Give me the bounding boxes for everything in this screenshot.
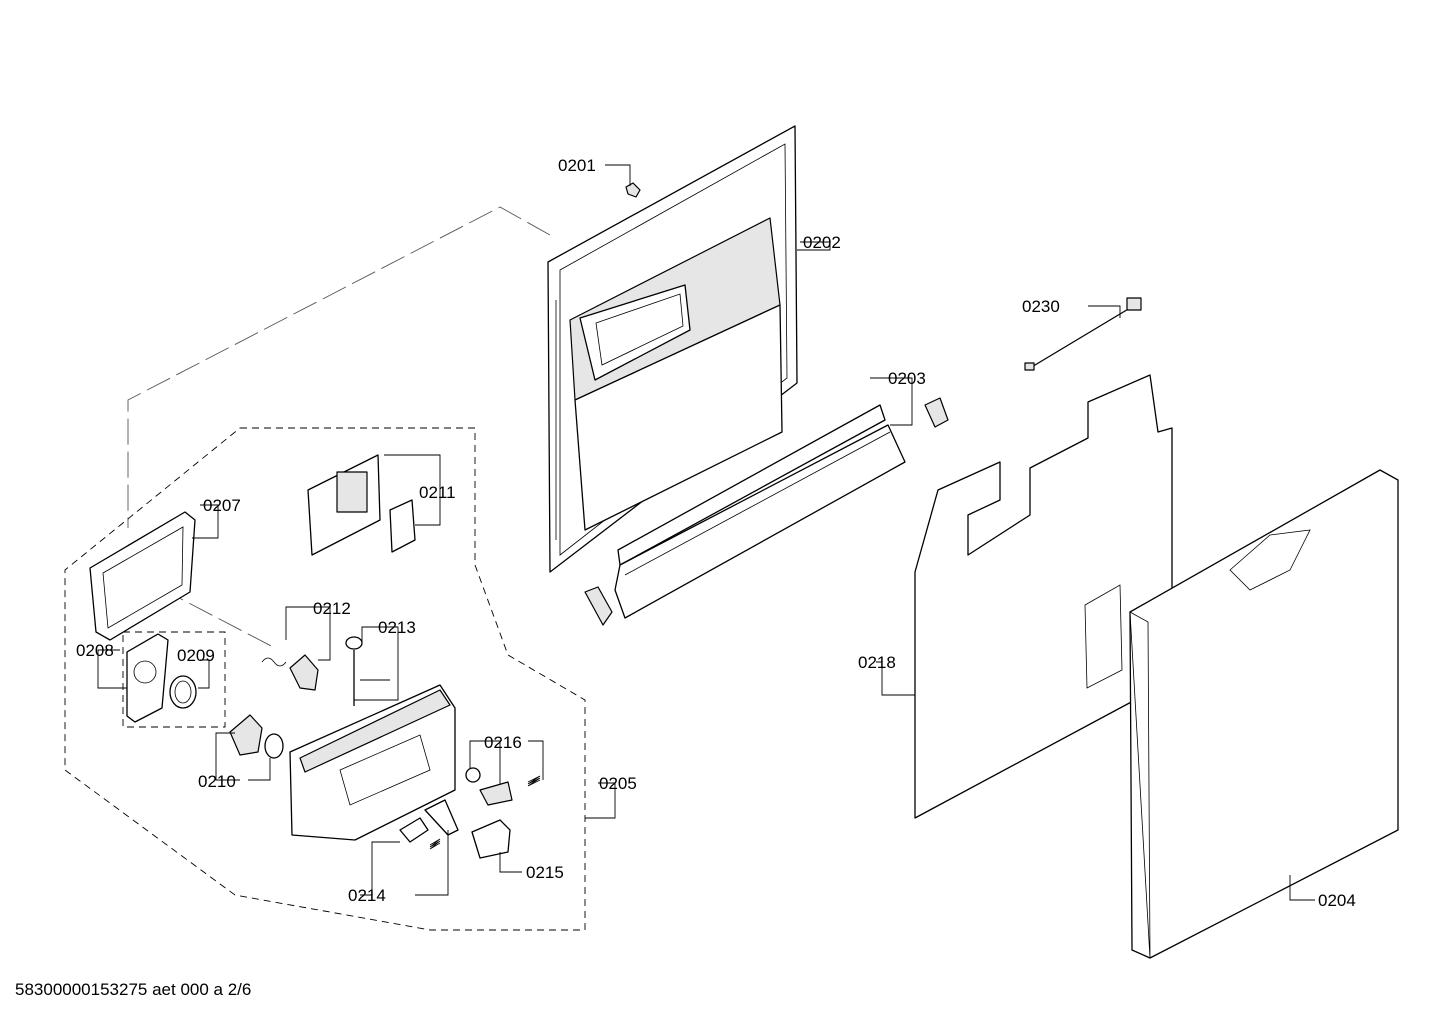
dispenser-group-outline (64, 427, 586, 931)
callout-0203: 0203 (888, 369, 926, 388)
callout-0205: 0205 (599, 774, 637, 793)
callout-0218: 0218 (858, 653, 896, 672)
assembly-group-line (127, 206, 551, 528)
inner-door-part (547, 125, 798, 573)
handle-frame-part (89, 511, 196, 641)
screw-part (625, 182, 641, 198)
callout-0201: 0201 (558, 156, 596, 175)
callout-0202: 0202 (803, 233, 841, 252)
callout-0207: 0207 (203, 496, 241, 515)
nozzle-part (229, 714, 284, 759)
callout-0211: 0211 (419, 483, 456, 502)
cable-part (1024, 297, 1142, 371)
flap-cover-part (307, 454, 416, 556)
callout-0210: 0210 (198, 772, 236, 791)
seal-group-outline (122, 631, 226, 728)
drawing-id-footer: 58300000153275 aet 000 a 2/6 (15, 980, 252, 999)
seal-holder-part (126, 633, 169, 723)
callout-0209: 0209 (177, 646, 215, 665)
callout-0216: 0216 (484, 733, 522, 752)
outer-door-panel-part (1129, 469, 1399, 959)
callout-0214: 0214 (348, 886, 386, 905)
valve-plunger-part (345, 636, 363, 706)
callout-0213: 0213 (378, 618, 416, 637)
lever-spring-part (261, 654, 319, 691)
callout-0204: 0204 (1318, 891, 1356, 910)
detergent-dispenser-part (289, 684, 456, 841)
callout-0208: 0208 (76, 641, 114, 660)
leader-lines (97, 164, 1315, 901)
o-ring-part (169, 675, 197, 709)
door-trim-strip-part (584, 397, 949, 626)
callout-0215: 0215 (526, 863, 564, 882)
callout-0212: 0212 (313, 599, 351, 618)
latch-parts (399, 767, 541, 859)
callout-0230: 0230 (1022, 297, 1060, 316)
